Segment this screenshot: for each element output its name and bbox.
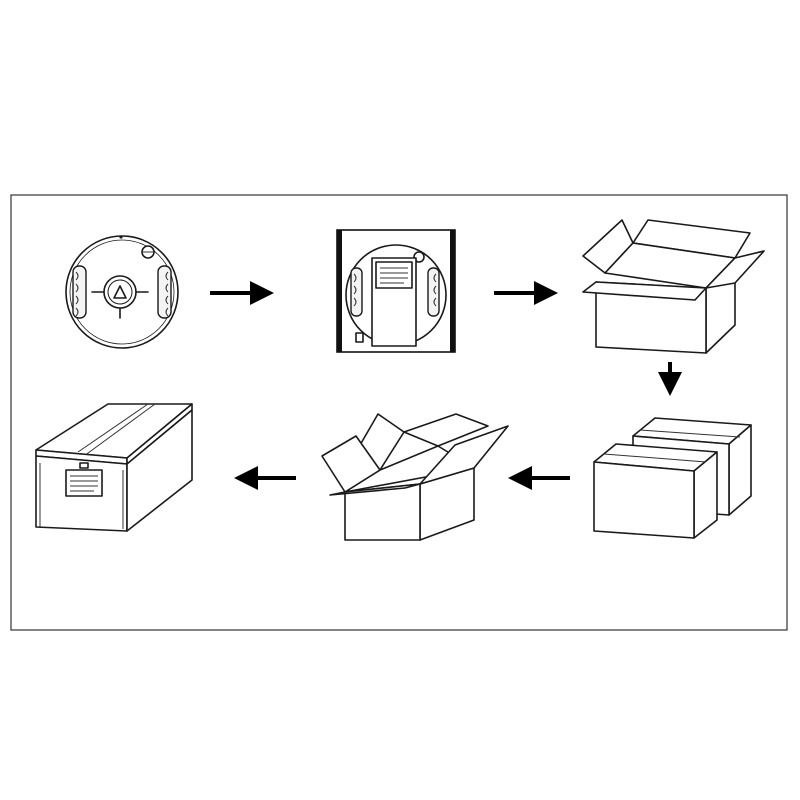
boxed-reel-icon (336, 229, 456, 353)
shipping-crate-icon (35, 403, 193, 532)
open-carton-icon (582, 219, 765, 354)
tape-reel-icon (65, 235, 179, 349)
sealed-carton-stack-icon (593, 417, 752, 539)
open-carton-icon (321, 413, 509, 541)
diagram-frame (10, 194, 788, 631)
